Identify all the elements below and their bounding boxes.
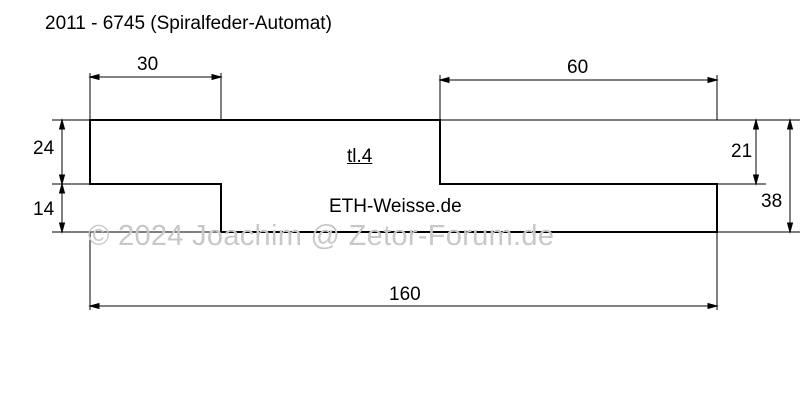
part-label: tl.4 <box>347 146 373 167</box>
drawing-title: 2011 - 6745 (Spiralfeder-Automat) <box>45 13 332 34</box>
dim-top-left-width: 30 <box>137 54 159 75</box>
dimension-lines <box>58 73 794 310</box>
copyright-watermark: © 2024 Joachim @ Zetor-Forum.de <box>88 220 555 252</box>
dim-left-lower-height: 14 <box>33 199 55 220</box>
dim-total-width: 160 <box>389 284 421 305</box>
dim-left-upper-height: 24 <box>33 138 55 159</box>
dim-right-total-height: 38 <box>761 191 783 212</box>
maker-label: ETH-Weisse.de <box>329 196 462 217</box>
dim-top-right-width: 60 <box>567 57 589 78</box>
extension-lines <box>52 73 800 310</box>
dim-right-inner-height: 21 <box>731 141 753 162</box>
